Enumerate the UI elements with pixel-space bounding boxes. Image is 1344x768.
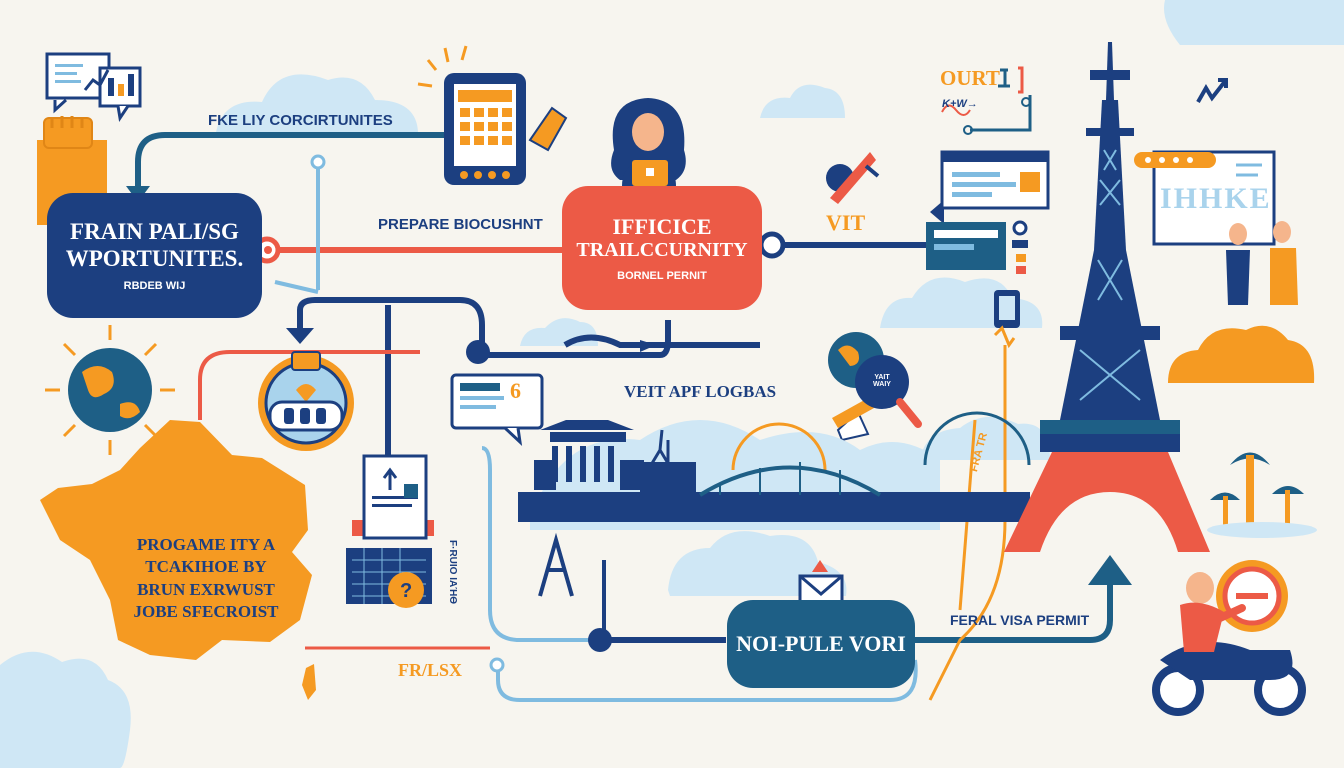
label-top-caption: FKE LIY CORCIRTUNITES [208, 112, 393, 129]
box-bottom[interactable]: NOI-PULE VORI [727, 600, 915, 688]
connector-line [970, 95, 1032, 132]
cloud-orange-icon [1168, 325, 1315, 383]
passport-shield-icon [258, 351, 354, 451]
palm-trees-icon [1207, 452, 1317, 538]
box-office[interactable]: IFFICICE TRAILCCURNITY BORNEL PERNIT [562, 186, 762, 310]
connector-nodes [253, 154, 786, 673]
connector-node [489, 657, 505, 673]
svg-text:?: ? [400, 580, 412, 602]
connector-node [264, 246, 272, 254]
label-speech-number: 6 [510, 378, 521, 403]
connector-lines [135, 95, 1113, 702]
connector-line [563, 334, 760, 348]
map-line-2: TCAKIHOE BY [145, 557, 267, 577]
map-line-1: PROGAME ITY A [136, 535, 276, 554]
connector-line [274, 165, 320, 294]
connector-line [915, 580, 1113, 643]
label-feral-visa: FERAL VISA PERMIT [950, 612, 1090, 628]
connector-node [466, 340, 490, 364]
compass-icon [826, 152, 880, 204]
connector-node [758, 231, 786, 259]
cloud-icon [215, 74, 419, 138]
doodle-icon [963, 66, 1228, 135]
person-laptop-icon [611, 98, 686, 186]
globe-sun-icon [45, 325, 175, 455]
map-line-3: BRUN EXRWUST [137, 579, 275, 599]
corsica-shape [302, 664, 316, 700]
box-opportunities-title-1: FRAIN PALI/SG [70, 219, 239, 245]
label-ourt: OURT [940, 66, 1000, 90]
cloud-icon [920, 416, 1050, 460]
box-opportunities-sub: RBDEB WIJ [123, 279, 186, 292]
box-office-sub: BORNEL PERNIT [617, 270, 707, 283]
box-opportunities-title-2: WPORTUNITES. [65, 245, 244, 271]
label-vertical: F·RUIO ΙΑΉӨ [447, 540, 458, 605]
connector-line [135, 132, 445, 188]
chart-window-icon [45, 52, 142, 122]
arrow-up-icon [1088, 555, 1132, 585]
map-line-4: JOBE SFECROIST [133, 602, 279, 622]
box-opportunities[interactable]: FRAIN PALI/SG WPORTUNITES. RBDEB WIJ [47, 193, 262, 318]
whiteboard-presentation-icon [1134, 150, 1298, 305]
arrow-right-icon [640, 340, 656, 352]
label-magnifier: YAIT WAIY [873, 374, 891, 388]
box-office-title-1: IFFICICE [612, 213, 712, 239]
label-veit-app: VEIT APF LOGBAS [624, 382, 777, 401]
cloud-icon [760, 84, 845, 118]
eiffel-tower-icon [1004, 42, 1210, 552]
city-bridge-scene [518, 411, 1031, 597]
connector-node [310, 154, 326, 170]
tablet-icon [417, 45, 568, 185]
connector-line [198, 350, 420, 420]
doodle-icon [941, 104, 971, 116]
map-caption: PROGAME ITY A TCAKIHOE BY BRUN EXRWUST J… [116, 534, 296, 624]
doodle-icon [993, 325, 1016, 349]
france-map-shape [40, 420, 312, 660]
label-prepare-document: PREPARE BIOCUSHNT [378, 216, 543, 233]
connector-line [297, 297, 671, 358]
speech-bubble-icon [450, 373, 544, 446]
scooter-rider-icon [1152, 560, 1306, 716]
label-ourt-sub: K+W→ [942, 98, 978, 110]
connector-line [928, 345, 1007, 701]
connector-line [496, 659, 918, 702]
label-whiteboard: IHHKE [1160, 182, 1272, 215]
cloud-icon [0, 651, 131, 768]
label-frlsx: FR/LSX [398, 660, 463, 680]
connector-node [588, 628, 612, 652]
cloud-icon [520, 318, 598, 346]
arrow-down-icon [286, 328, 314, 344]
cloud-icon [1164, 0, 1344, 45]
browser-window-icon [926, 150, 1050, 328]
magnifier-icon [828, 332, 922, 442]
box-bottom-title: NOI-PULE VORI [736, 631, 906, 657]
document-stack-icon: ? [346, 454, 434, 608]
box-office-title-2: TRAILCCURNITY [576, 239, 748, 262]
label-vit: VIT [826, 210, 866, 235]
